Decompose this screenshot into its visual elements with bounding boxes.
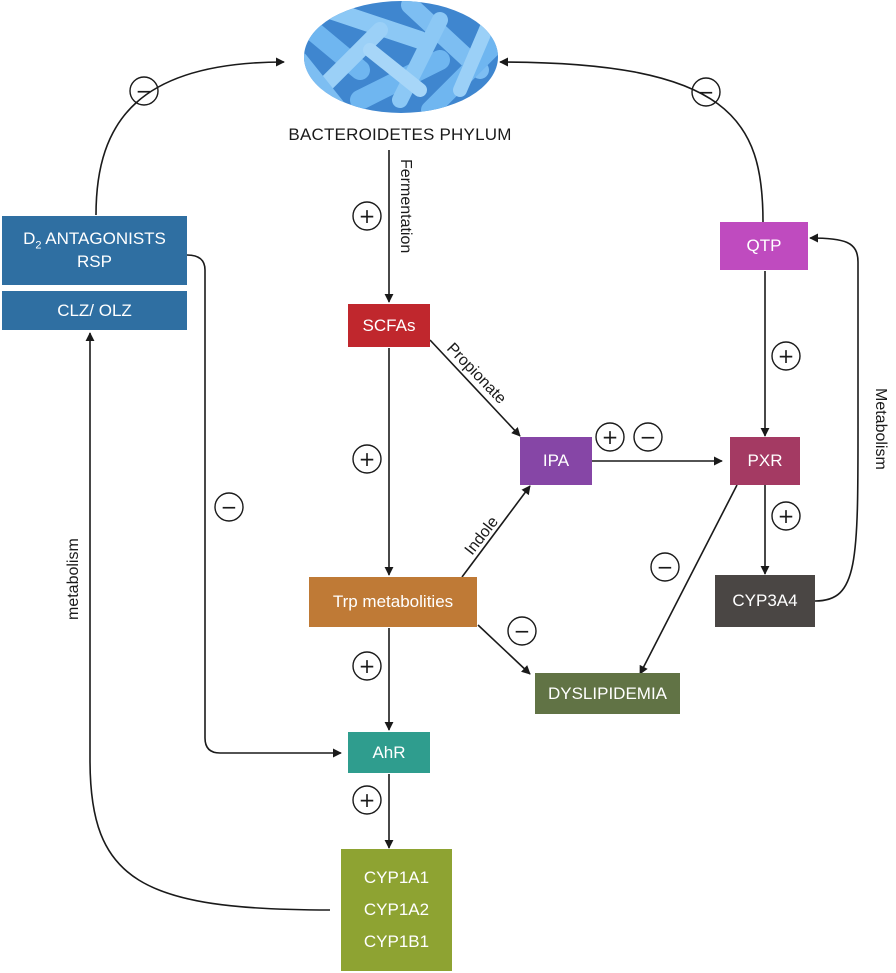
- label-indole: Indole: [462, 514, 502, 559]
- svg-text:−: −: [657, 555, 674, 579]
- scfas-node: SCFAs: [348, 304, 430, 347]
- svg-text:−: −: [698, 80, 715, 104]
- bacteroidetes-title: BACTEROIDETES PHYLUM: [288, 125, 512, 144]
- d2-antagonists-node: D2 ANTAGONISTS RSP: [2, 216, 187, 285]
- trp-metabolities-node: Trp metabolities: [309, 577, 477, 627]
- pxr-node: PXR: [730, 437, 800, 485]
- ipa-node: IPA: [520, 437, 592, 485]
- minus-sign-pxr-dyslipidemia: −: [650, 552, 680, 582]
- minus-sign-trp-dyslipidemia: −: [507, 616, 537, 646]
- plus-sign-trp-ahr: +: [352, 651, 382, 681]
- plus-sign-pxr-cyp3a4: +: [771, 501, 801, 531]
- svg-text:+: +: [359, 204, 376, 228]
- svg-text:−: −: [136, 79, 153, 103]
- minus-sign-ipa-pxr: −: [633, 422, 663, 452]
- svg-text:+: +: [778, 344, 795, 368]
- label-fermentation: Fermentation: [397, 159, 414, 253]
- edge-antagonists-to-ahr: [186, 254, 342, 758]
- plus-sign-qtp-pxr: +: [771, 341, 801, 371]
- plus-sign-ahr-cyp1: +: [352, 785, 382, 815]
- minus-sign-antagonists-ahr: −: [214, 492, 244, 522]
- minus-sign-antagonists-bacteria: −: [129, 76, 159, 106]
- cyp1a1-label: CYP1A1: [363, 868, 430, 887]
- edge-cyp1-to-clz: [85, 332, 331, 911]
- edge-trp-to-dyslipidemia: [477, 624, 531, 675]
- svg-text:+: +: [359, 447, 376, 471]
- ahr-node: AhR: [348, 732, 430, 773]
- d2-antagonists-label: D2 ANTAGONISTS: [23, 229, 166, 252]
- label-propionate: Propionate: [443, 340, 509, 408]
- svg-text:+: +: [602, 425, 619, 449]
- svg-text:+: +: [359, 654, 376, 678]
- svg-text:+: +: [359, 788, 376, 812]
- plus-sign-scfas-trp: +: [352, 444, 382, 474]
- rsp-label: RSP: [77, 251, 112, 271]
- cyp1a2-label: CYP1A2: [363, 900, 430, 919]
- qtp-node: QTP: [720, 222, 808, 270]
- svg-text:−: −: [640, 425, 657, 449]
- edge-scfas-to-ipa: [429, 339, 521, 437]
- svg-text:−: −: [514, 619, 531, 643]
- label-metabolism-left: metabolism: [65, 538, 82, 620]
- dyslipidemia-node: DYSLIPIDEMIA: [535, 673, 680, 714]
- plus-sign-ipa-pxr: +: [595, 422, 625, 452]
- edge-pxr-to-dyslipidemia: [639, 484, 738, 675]
- label-metabolism-right: Metabolism: [872, 388, 889, 470]
- clz-olz-node: CLZ/ OLZ: [2, 291, 187, 330]
- cyp3a4-node: CYP3A4: [715, 575, 815, 627]
- plus-sign-fermentation: +: [352, 201, 382, 231]
- svg-text:−: −: [221, 495, 238, 519]
- cyp1b1-label: CYP1B1: [363, 932, 430, 951]
- edge-cyp3a4-to-qtp: [809, 233, 859, 602]
- edge-qtp-to-bacteria: [499, 57, 764, 223]
- minus-sign-qtp-bacteria: −: [691, 77, 721, 107]
- bacteria-cluster-icon: [304, 1, 498, 113]
- edge-antagonists-to-bacteria: [95, 57, 285, 216]
- cyp1-node: CYP1A1 CYP1A2 CYP1B1: [341, 849, 452, 971]
- edge-trp-to-ipa: [461, 485, 531, 578]
- svg-text:+: +: [778, 504, 795, 528]
